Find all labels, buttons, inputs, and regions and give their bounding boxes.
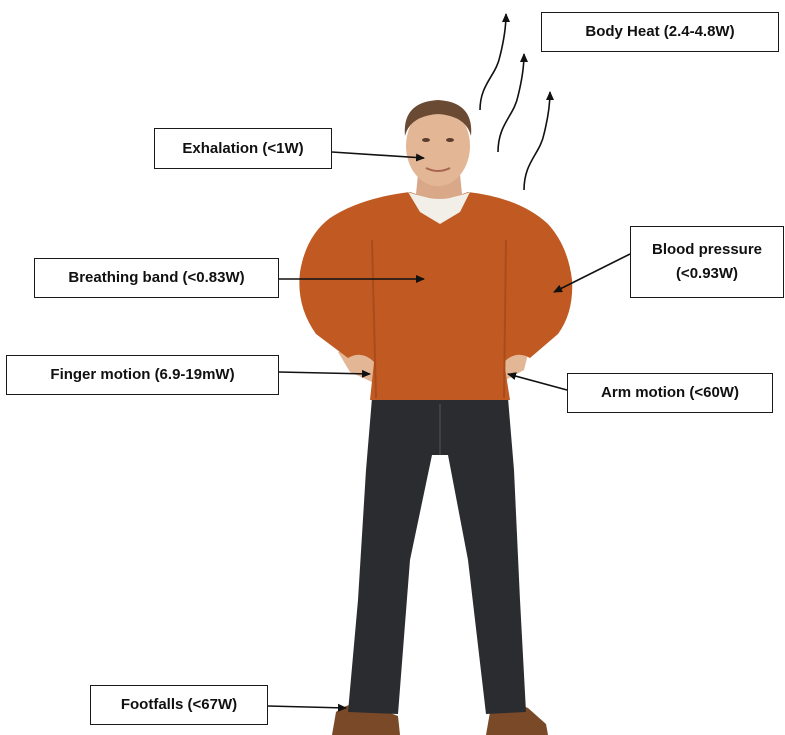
- blood-pressure-text-line1: Blood pressure: [652, 238, 762, 262]
- finger-motion-label: Finger motion (6.9-19mW): [6, 355, 279, 395]
- exhalation-label: Exhalation (<1W): [154, 128, 332, 169]
- person-figure: [299, 100, 572, 735]
- exhalation-text: Exhalation (<1W): [182, 137, 303, 161]
- finger-motion-text: Finger motion (6.9-19mW): [50, 363, 234, 387]
- footfalls-text: Footfalls (<67W): [121, 693, 237, 717]
- left-eye: [422, 138, 430, 142]
- body-heat-arrows: [480, 14, 550, 190]
- arm-motion-arrow: [508, 374, 567, 390]
- arm-motion-label: Arm motion (<60W): [567, 373, 773, 413]
- heat-arrow-2: [498, 54, 524, 152]
- footfalls-arrow: [268, 706, 346, 708]
- sweater: [299, 192, 572, 400]
- breathing-band-text: Breathing band (<0.83W): [68, 266, 244, 290]
- body-heat-text: Body Heat (2.4-4.8W): [585, 20, 734, 44]
- jeans: [348, 398, 526, 714]
- right-eye: [446, 138, 454, 142]
- footfalls-label: Footfalls (<67W): [90, 685, 268, 725]
- blood-pressure-label: Blood pressure (<0.93W): [630, 226, 784, 298]
- heat-arrow-1: [480, 14, 506, 110]
- breathing-band-label: Breathing band (<0.83W): [34, 258, 279, 298]
- blood-pressure-text-line2: (<0.93W): [676, 262, 738, 286]
- heat-arrow-3: [524, 92, 550, 190]
- arm-motion-text: Arm motion (<60W): [601, 381, 739, 405]
- body-heat-label: Body Heat (2.4-4.8W): [541, 12, 779, 52]
